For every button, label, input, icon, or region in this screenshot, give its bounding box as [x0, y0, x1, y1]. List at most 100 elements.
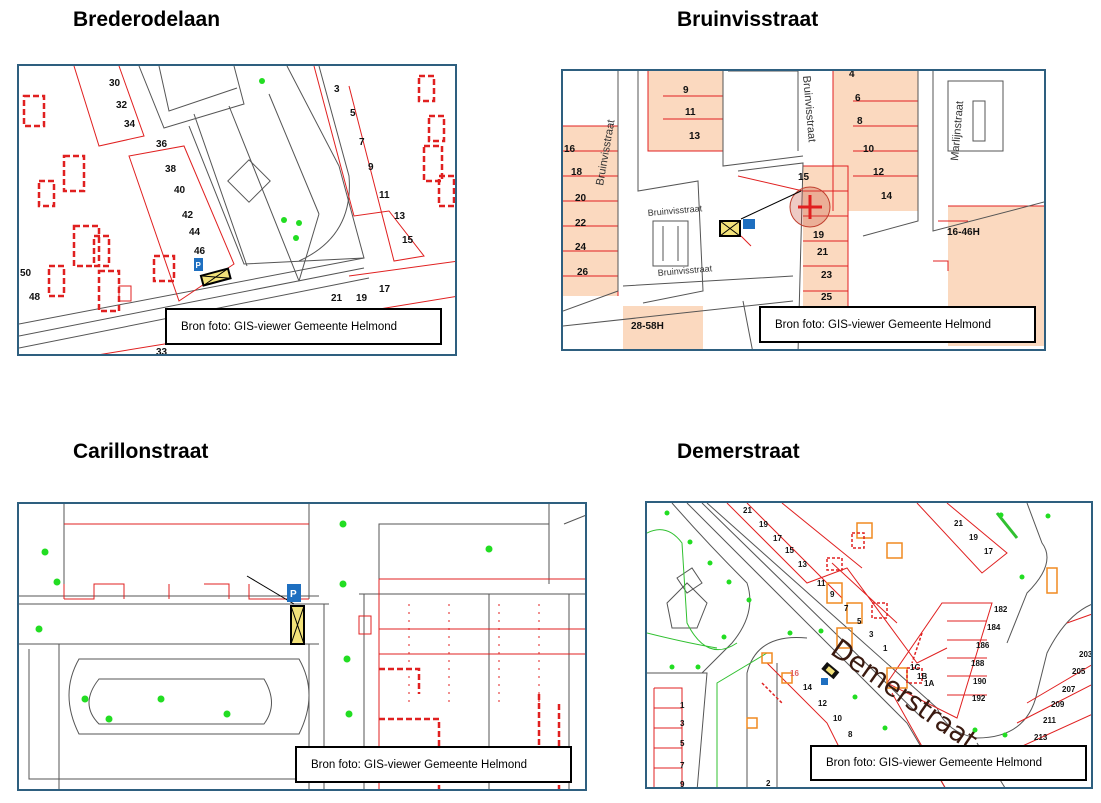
- svg-text:14: 14: [881, 191, 893, 202]
- svg-text:40: 40: [174, 185, 186, 196]
- image-caption: Bron foto: GIS-viewer Gemeente Helmond: [165, 308, 442, 345]
- map-bruinvisstraat: Bruinvisstraat Bruinvisstraat Bruinvisst…: [561, 69, 1046, 351]
- svg-text:21: 21: [954, 519, 963, 528]
- svg-text:32: 32: [116, 100, 128, 111]
- svg-text:188: 188: [971, 659, 985, 668]
- svg-text:13: 13: [798, 560, 807, 569]
- svg-text:1: 1: [680, 701, 685, 710]
- svg-text:9: 9: [830, 590, 835, 599]
- section-title-bruinvisstraat: Bruinvisstraat: [677, 8, 819, 31]
- svg-text:11: 11: [685, 107, 696, 118]
- svg-text:13: 13: [394, 211, 406, 222]
- buildings: [63, 523, 585, 789]
- location-marker-icon: [290, 605, 305, 645]
- svg-text:190: 190: [973, 677, 987, 686]
- svg-text:18: 18: [571, 167, 583, 178]
- svg-text:184: 184: [987, 623, 1001, 632]
- highlight-circle-icon: [789, 186, 831, 228]
- svg-text:209: 209: [1051, 700, 1065, 709]
- house-numbers: 21 19 17 15 13 11 9 7 5 3 1 14 12 10 8 1…: [680, 506, 1093, 789]
- trees: [35, 520, 493, 723]
- svg-text:28-58H: 28-58H: [631, 321, 664, 332]
- svg-text:2: 2: [766, 779, 771, 788]
- svg-text:15: 15: [402, 235, 414, 246]
- svg-text:10: 10: [833, 714, 842, 723]
- roads: [19, 66, 370, 349]
- roads: [647, 503, 1091, 787]
- svg-text:17: 17: [379, 284, 391, 295]
- svg-text:6: 6: [855, 93, 861, 104]
- svg-text:46: 46: [194, 246, 206, 257]
- svg-text:P: P: [290, 589, 297, 600]
- house-numbers: 30 32 34 36 38 40 42 44 46 50 48 3 5 7 9…: [20, 78, 414, 356]
- svg-text:11: 11: [817, 579, 826, 588]
- svg-text:Bruinvisstraat: Bruinvisstraat: [647, 203, 703, 218]
- svg-text:22: 22: [575, 218, 587, 229]
- svg-text:Bruinvisstraat: Bruinvisstraat: [800, 75, 818, 142]
- svg-text:4: 4: [849, 71, 855, 80]
- svg-text:1C: 1C: [910, 663, 920, 672]
- svg-text:13: 13: [689, 131, 701, 142]
- svg-text:5: 5: [857, 617, 862, 626]
- parking-sign-icon: P: [194, 258, 203, 271]
- buildings: [653, 503, 1091, 787]
- roads: [563, 71, 1044, 349]
- svg-text:9: 9: [680, 780, 685, 789]
- svg-text:213: 213: [1034, 733, 1048, 742]
- svg-text:205: 205: [1072, 667, 1086, 676]
- buildings: [563, 71, 1044, 349]
- trees: [664, 510, 1051, 738]
- svg-text:12: 12: [873, 167, 885, 178]
- svg-text:3: 3: [869, 630, 874, 639]
- svg-text:23: 23: [821, 270, 833, 281]
- house-numbers: 9 11 13 16 18 20 22 24 26 4 6 8 10 12 14…: [564, 71, 980, 332]
- image-caption: Bron foto: GIS-viewer Gemeente Helmond: [759, 306, 1036, 343]
- svg-text:1B: 1B: [917, 672, 927, 681]
- svg-text:20: 20: [575, 193, 587, 204]
- svg-text:207: 207: [1062, 685, 1076, 694]
- svg-text:1A: 1A: [924, 679, 934, 688]
- svg-text:25: 25: [821, 292, 833, 303]
- svg-text:19: 19: [759, 520, 768, 529]
- svg-text:12: 12: [818, 699, 827, 708]
- svg-text:19: 19: [813, 230, 825, 241]
- trees: [259, 78, 302, 241]
- map-demerstraat: 21 19 17 15 13 11 9 7 5 3 1 14 12 10 8 1…: [645, 501, 1093, 789]
- svg-text:21: 21: [743, 506, 752, 515]
- section-title-brederodelaan: Brederodelaan: [73, 8, 221, 31]
- svg-text:5: 5: [350, 108, 356, 119]
- svg-text:19: 19: [356, 293, 368, 304]
- svg-text:26: 26: [577, 267, 589, 278]
- svg-text:11: 11: [379, 190, 390, 201]
- svg-text:192: 192: [972, 694, 986, 703]
- svg-text:P: P: [196, 261, 202, 270]
- svg-text:9: 9: [368, 162, 374, 173]
- section-title-carillonstraat: Carillonstraat: [73, 440, 209, 463]
- svg-text:10: 10: [863, 144, 875, 155]
- svg-text:203: 203: [1079, 650, 1093, 659]
- svg-text:44: 44: [189, 227, 201, 238]
- svg-text:1: 1: [883, 644, 888, 653]
- parking-sign-icon: [743, 219, 755, 229]
- svg-text:36: 36: [156, 139, 168, 150]
- image-caption: Bron foto: GIS-viewer Gemeente Helmond: [295, 746, 572, 783]
- svg-text:24: 24: [575, 242, 587, 253]
- svg-text:186: 186: [976, 641, 990, 650]
- svg-text:16: 16: [564, 144, 576, 155]
- svg-text:19: 19: [969, 533, 978, 542]
- svg-text:8: 8: [857, 116, 863, 127]
- svg-text:16-46H: 16-46H: [947, 227, 980, 238]
- svg-text:7: 7: [844, 604, 849, 613]
- location-marker-icon: [199, 267, 232, 287]
- svg-text:182: 182: [994, 605, 1008, 614]
- parking-sign-icon: P: [287, 584, 301, 602]
- svg-text:17: 17: [773, 534, 782, 543]
- svg-text:33: 33: [156, 347, 168, 356]
- svg-text:Marlijnstraat: Marlijnstraat: [949, 101, 966, 162]
- svg-text:30: 30: [109, 78, 121, 89]
- svg-text:211: 211: [1043, 716, 1056, 725]
- svg-text:21: 21: [817, 247, 829, 258]
- svg-text:14: 14: [803, 683, 812, 692]
- svg-text:8: 8: [848, 730, 853, 739]
- svg-text:38: 38: [165, 164, 177, 175]
